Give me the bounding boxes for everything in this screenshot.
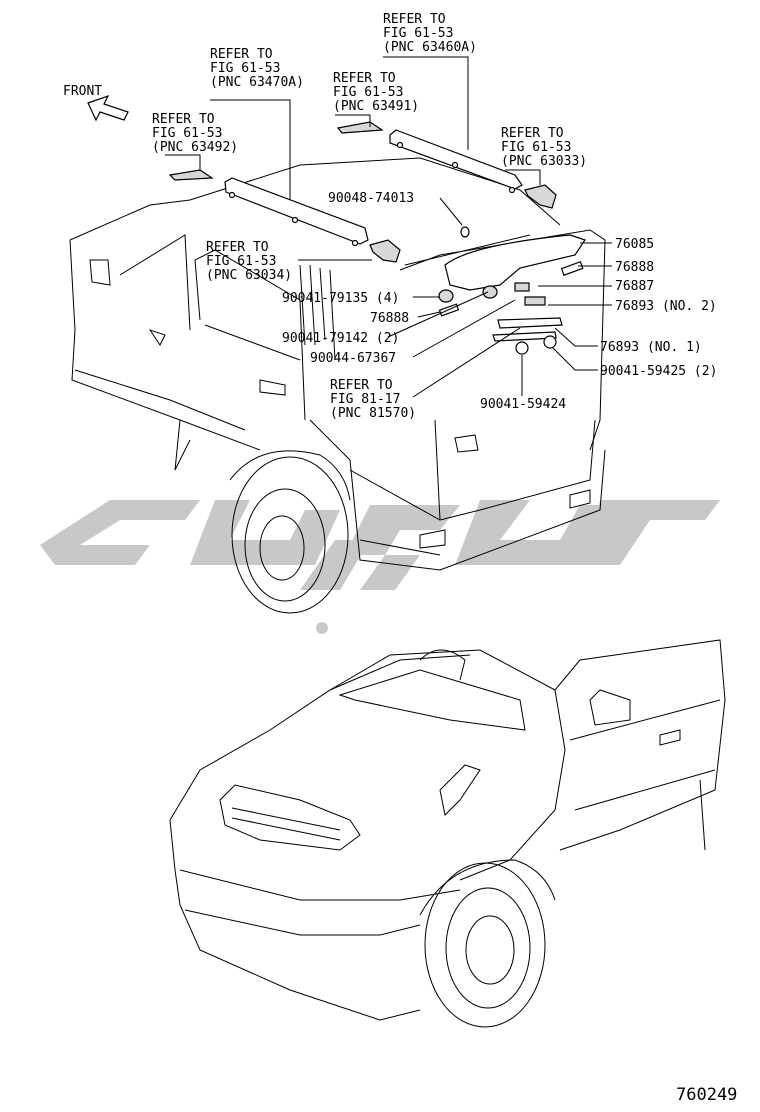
callout-ref-63470a: REFER TO FIG 61-53 (PNC 63470A) — [210, 47, 304, 90]
callout-ref-63492: REFER TO FIG 61-53 (PNC 63492) — [152, 112, 238, 155]
part-number: 90041-79135 (4) — [282, 291, 399, 306]
rail-end-cap-63033 — [524, 184, 557, 209]
callout-ref-63033: REFER TO FIG 61-53 (PNC 63033) — [501, 126, 587, 169]
callout-line: (PNC 63460A) — [383, 40, 477, 55]
rail-end-cap-63491 — [336, 121, 384, 134]
callout-line: (PNC 63034) — [206, 268, 292, 283]
callout-line: FIG 81-17 — [330, 392, 400, 407]
illustration-number: 760249 — [676, 1085, 737, 1105]
callout-line: FIG 61-53 — [206, 254, 276, 269]
part-number: 90041-59424 — [480, 397, 566, 412]
clip-group — [438, 226, 584, 355]
part-number: 90041-59425 (2) — [600, 364, 717, 379]
callout-line: (PNC 63470A) — [210, 75, 304, 90]
callout-line: (PNC 63033) — [501, 154, 587, 169]
roof-rail-left — [224, 177, 369, 247]
callout-line: FIG 61-53 — [152, 126, 222, 141]
callout-line: REFER TO — [206, 240, 269, 255]
front-label: FRONT — [63, 84, 102, 99]
part-number: 90041-79142 (2) — [282, 331, 399, 346]
callout-line: REFER TO — [383, 12, 446, 27]
part-number: 76888 — [370, 311, 409, 326]
callout-line: FIG 61-53 — [333, 85, 403, 100]
callout-line: REFER TO — [152, 112, 215, 127]
callout-ref-81570: REFER TO FIG 81-17 (PNC 81570) — [330, 378, 416, 421]
part-number: 90048-74013 — [328, 191, 414, 206]
rear-spoiler — [404, 234, 586, 291]
part-number: 76888 — [615, 260, 654, 275]
callout-line: FIG 61-53 — [383, 26, 453, 41]
rail-end-cap-63034 — [369, 239, 401, 263]
callout-line: (PNC 81570) — [330, 406, 416, 421]
rail-end-cap-63492 — [168, 169, 214, 181]
callout-line: FIG 61-53 — [210, 61, 280, 76]
callout-ref-63491: REFER TO FIG 61-53 (PNC 63491) — [333, 71, 419, 114]
callout-line: REFER TO — [330, 378, 393, 393]
callout-line: (PNC 63492) — [152, 140, 238, 155]
callout-ref-63460a: REFER TO FIG 61-53 (PNC 63460A) — [383, 12, 477, 55]
callout-line: REFER TO — [210, 47, 273, 62]
callout-line: REFER TO — [333, 71, 396, 86]
front-direction-arrow: FRONT — [63, 84, 129, 122]
part-number: 90044-67367 — [310, 351, 396, 366]
part-number: 76893 (NO. 2) — [615, 299, 717, 314]
callout-line: REFER TO — [501, 126, 564, 141]
part-number: 76893 (NO. 1) — [600, 340, 702, 355]
leader-lines — [165, 56, 612, 398]
part-number: 76887 — [615, 279, 654, 294]
front-vehicle-illustration — [169, 639, 726, 1028]
callout-ref-63034: REFER TO FIG 61-53 (PNC 63034) — [206, 240, 292, 283]
watermark-logo — [40, 500, 720, 634]
callout-line: (PNC 63491) — [333, 99, 419, 114]
roof-rail-right — [389, 129, 523, 194]
callout-line: FIG 61-53 — [501, 140, 571, 155]
part-number: 76085 — [615, 237, 654, 252]
rear-vehicle-illustration — [69, 157, 606, 614]
